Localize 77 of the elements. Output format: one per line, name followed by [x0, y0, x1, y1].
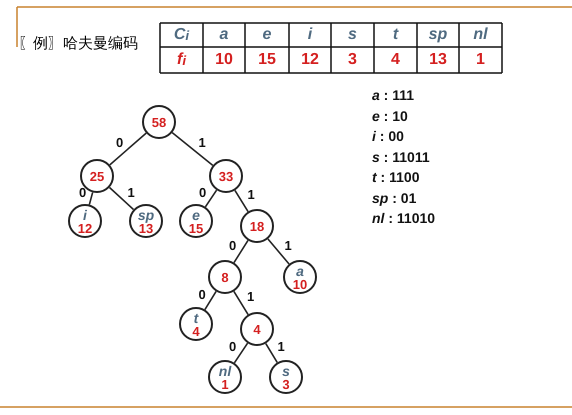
symbol-text: s	[282, 364, 290, 378]
tree-edge	[88, 192, 94, 205]
edge-label: 0	[198, 186, 208, 198]
edge-label: 1	[246, 188, 256, 201]
tree-edge	[265, 343, 278, 363]
weight-text: 4	[253, 322, 261, 336]
code-entry: s : 11011	[372, 150, 430, 164]
weight-text: 12	[78, 222, 92, 234]
weight-text: 33	[218, 170, 234, 182]
weight-text: 13	[138, 222, 154, 234]
symbol-cell-text: e	[262, 25, 272, 45]
weight-text: 3	[282, 378, 290, 390]
code-entry: t : 1100	[372, 170, 420, 184]
tree-edge	[233, 240, 249, 264]
tree-node-circle	[142, 105, 176, 139]
tree-node-circle	[208, 360, 242, 394]
weight-text: 1	[221, 378, 229, 390]
tree-edge	[204, 291, 217, 310]
edge-label: 1	[276, 340, 286, 353]
tree-edge	[204, 190, 218, 208]
code-entry: a : 111	[372, 88, 414, 102]
weight-text: 8	[221, 270, 229, 284]
title: 〖例〗哈夫曼编码	[18, 34, 138, 53]
code-entry: sp : 01	[372, 190, 416, 204]
tree-edge	[233, 291, 249, 315]
code-entry: e : 10	[372, 108, 408, 122]
edge-label: 0	[228, 340, 238, 353]
frequency-cell-text: 12	[300, 50, 320, 70]
tree-node-circle	[209, 159, 243, 193]
frequency-cell-text: 3	[347, 50, 358, 70]
frequency-cell-text: 15	[257, 50, 277, 70]
tree-node-circle	[283, 260, 317, 294]
tree-edge	[234, 342, 248, 364]
frequency-cell-text: 1	[475, 50, 486, 70]
weight-text: 25	[90, 170, 104, 182]
weight-text: 15	[188, 222, 204, 234]
frequency-cell-text: 10	[214, 50, 234, 70]
symbol-text: a	[296, 264, 304, 278]
code-entry: i : 00	[372, 129, 404, 143]
weight-text: 18	[250, 220, 264, 232]
tree-node-circle	[240, 209, 274, 243]
symbol-text: i	[83, 208, 87, 222]
tree-node-circle	[179, 204, 213, 238]
frequency-cell-text: 13	[428, 50, 448, 70]
tree-node-circle	[269, 360, 303, 394]
symbol-cell-text: i	[306, 25, 314, 45]
symbol-cell-text: nl	[472, 25, 489, 45]
tree-edge	[109, 132, 147, 166]
symbol-cell-text: sp	[428, 25, 448, 45]
symbol-cell-text: a	[218, 25, 230, 45]
tree-node-circle	[208, 260, 242, 294]
code-entry: nl : 11010	[372, 211, 436, 225]
weight-text: 10	[292, 278, 308, 290]
edge-label: 1	[126, 186, 136, 198]
edge-label: 1	[198, 136, 207, 149]
tree-node-circle	[129, 204, 163, 238]
symbol-text: e	[192, 208, 200, 222]
tree-node-circle	[179, 307, 213, 341]
tree-edge	[172, 132, 214, 166]
tree-node-circle	[68, 204, 102, 238]
weight-text: 4	[192, 324, 200, 338]
frequency-cell-text: 4	[390, 50, 401, 70]
edge-label: 0	[115, 136, 124, 149]
symbol-cell-text: t	[392, 25, 400, 45]
symbol-text: sp	[138, 208, 154, 222]
symbol-text: nl	[218, 364, 232, 378]
tree-node-circle	[240, 312, 274, 346]
weight-text: 58	[152, 116, 166, 128]
symbol-text: t	[194, 310, 198, 324]
edge-label: 0	[198, 288, 207, 300]
symbol-cell-text: s	[347, 25, 358, 45]
tree-edge	[267, 238, 290, 265]
tree-edge	[234, 190, 249, 212]
edge-label: 0	[228, 238, 238, 252]
edge-label: 1	[246, 290, 256, 303]
edge-label: 1	[284, 238, 293, 252]
tree-edge	[108, 186, 134, 210]
